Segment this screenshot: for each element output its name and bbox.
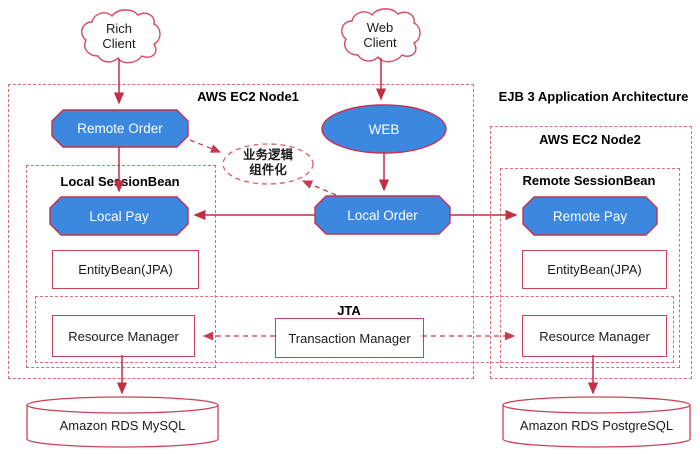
aws-ec2-node1-box bbox=[8, 84, 474, 379]
local-sessionbean-box bbox=[26, 165, 216, 368]
remote-sessionbean-box bbox=[500, 168, 680, 368]
diagram-title: EJB 3 Application Architecture bbox=[498, 89, 689, 104]
resource-manager-left-label: Resource Manager bbox=[68, 328, 179, 344]
resource-manager-right-box: Resource Manager bbox=[522, 315, 667, 357]
transaction-manager-box: Transaction Manager bbox=[275, 318, 424, 358]
remote-sessionbean-title: Remote SessionBean bbox=[522, 173, 656, 188]
jta-box bbox=[35, 296, 674, 363]
local-sessionbean-title: Local SessionBean bbox=[60, 174, 180, 189]
aws-ec2-node2-box bbox=[490, 126, 692, 379]
entitybean-right-label: EntityBean(JPA) bbox=[547, 262, 642, 277]
entitybean-left-label: EntityBean(JPA) bbox=[78, 262, 173, 277]
node1-title: AWS EC2 Node1 bbox=[197, 89, 299, 104]
resource-manager-right-label: Resource Manager bbox=[539, 328, 650, 344]
transaction-manager-label: Transaction Manager bbox=[288, 330, 411, 346]
entitybean-left-box: EntityBean(JPA) bbox=[52, 250, 199, 289]
jta-title: JTA bbox=[337, 303, 361, 318]
node2-title: AWS EC2 Node2 bbox=[539, 132, 641, 147]
resource-manager-left-box: Resource Manager bbox=[52, 315, 195, 357]
entitybean-right-box: EntityBean(JPA) bbox=[522, 250, 667, 289]
